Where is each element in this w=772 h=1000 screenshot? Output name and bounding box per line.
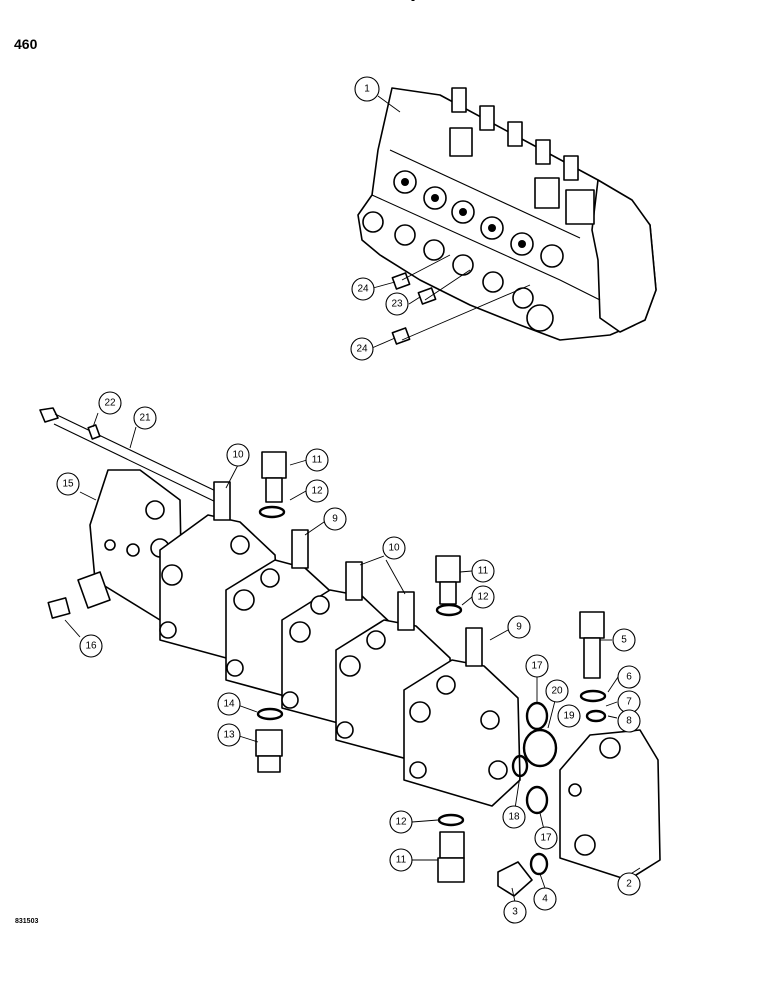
callout-12-lower: 12	[389, 810, 413, 834]
callout-11-middle: 11	[471, 559, 495, 583]
svg-text:21: 21	[139, 413, 151, 424]
spool-sections-stack	[159, 481, 521, 807]
tie-bolt-assembly	[39, 407, 223, 505]
plug-fittings-23-24	[391, 272, 437, 345]
callout-10-middle: 10	[382, 536, 406, 560]
svg-text:23: 23	[391, 299, 403, 310]
svg-text:12: 12	[311, 486, 323, 497]
callout-10-left: 10	[226, 443, 250, 467]
svg-text:9: 9	[332, 514, 338, 525]
ports-top-valve	[362, 170, 564, 332]
callout-5: 5	[612, 628, 636, 652]
svg-text:22: 22	[104, 398, 116, 409]
callout-18: 18	[502, 805, 526, 829]
svg-text:24: 24	[357, 284, 369, 295]
svg-text:10: 10	[232, 450, 244, 461]
svg-text:16: 16	[85, 641, 97, 652]
svg-text:1: 1	[364, 84, 370, 95]
callout-23: 23	[385, 292, 409, 316]
callout-12-middle: 12	[471, 585, 495, 609]
callout-2: 2	[617, 872, 641, 896]
callout-3: 3	[503, 900, 527, 924]
svg-text:12: 12	[477, 592, 489, 603]
drawing-code: 831503	[15, 918, 39, 925]
svg-text:11: 11	[478, 566, 489, 577]
outlet-end-cover	[559, 729, 661, 881]
assembled-control-valve	[357, 87, 657, 345]
svg-text:18: 18	[508, 812, 520, 823]
svg-text:6: 6	[626, 672, 632, 683]
svg-text:7: 7	[626, 697, 632, 708]
callout-20: 20	[545, 679, 569, 703]
callout-24-lower: 24	[350, 337, 374, 361]
callout-4: 4	[533, 887, 557, 911]
svg-text:17: 17	[540, 833, 552, 844]
svg-text:20: 20	[551, 686, 563, 697]
svg-text:24: 24	[356, 344, 368, 355]
svg-text:10: 10	[388, 543, 400, 554]
callout-24-upper: 24	[351, 277, 375, 301]
page-number: 460	[14, 36, 38, 52]
callout-16: 16	[79, 634, 103, 658]
callout-17-lower: 17	[534, 826, 558, 850]
svg-text:17: 17	[531, 661, 543, 672]
callout-13: 13	[217, 723, 241, 747]
svg-text:5: 5	[621, 635, 627, 646]
svg-text:4: 4	[542, 894, 548, 905]
callout-17-upper: 17	[525, 654, 549, 678]
callout-8: 8	[617, 709, 641, 733]
svg-text:19: 19	[563, 711, 575, 722]
relief-valves-and-seals	[255, 451, 607, 897]
inlet-end-cover	[47, 469, 183, 621]
spool-ends-top	[449, 87, 595, 225]
svg-text:9: 9	[516, 622, 522, 633]
callout-1: 1	[354, 76, 380, 102]
svg-text:8: 8	[626, 716, 632, 727]
callout-6: 6	[617, 665, 641, 689]
svg-text:13: 13	[223, 730, 235, 741]
callout-15: 15	[56, 472, 80, 496]
callout-14: 14	[217, 692, 241, 716]
callout-21: 21	[133, 406, 157, 430]
callout-19: 19	[557, 704, 581, 728]
leader-lines	[64, 95, 641, 903]
callout-9-right: 9	[507, 615, 531, 639]
svg-text:12: 12	[395, 817, 407, 828]
callout-9-left: 9	[323, 507, 347, 531]
callout-22: 22	[98, 391, 122, 415]
svg-text:3: 3	[512, 907, 518, 918]
svg-text:14: 14	[223, 699, 235, 710]
svg-text:2: 2	[626, 879, 632, 890]
callout-11-upper: 11	[305, 448, 329, 472]
svg-text:11: 11	[312, 455, 323, 466]
callout-11-lower: 11	[389, 848, 413, 872]
svg-text:15: 15	[62, 479, 74, 490]
svg-text:11: 11	[396, 855, 407, 866]
callout-12-upper: 12	[305, 479, 329, 503]
